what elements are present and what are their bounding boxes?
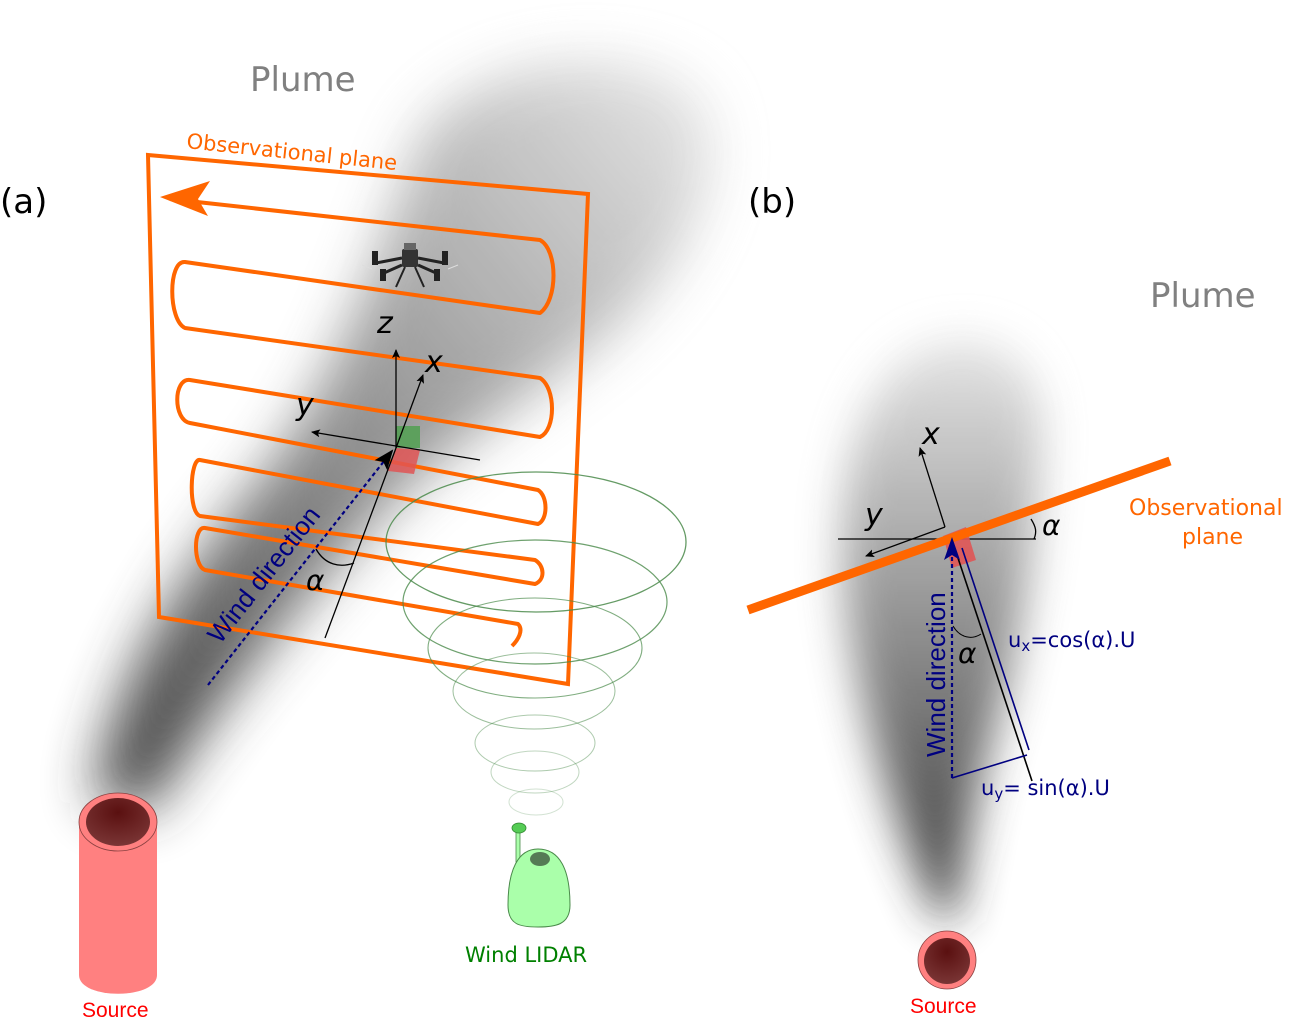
uy-equation-label: uy= sin(α).U	[981, 776, 1110, 803]
ux-equation-label: ux=cos(α).U	[1008, 628, 1135, 655]
uy-equation: = sin(α).U	[1003, 776, 1110, 800]
observational-plane-label-b-line1: Observational	[1129, 496, 1283, 521]
angle-alpha-label-a: α	[306, 564, 325, 597]
cube-red-a	[388, 448, 420, 474]
angle-alpha-top-label-b: α	[1042, 509, 1061, 542]
uy-subscript: y	[994, 785, 1003, 803]
ux-symbol: u	[1008, 628, 1021, 652]
panel-b: (b) Plume Observational plane x y α α Wi…	[746, 182, 1283, 1018]
wind-lidar-label: Wind LIDAR	[465, 943, 587, 967]
ux-component-line	[961, 547, 1030, 751]
observational-plane-line-b	[746, 456, 1172, 615]
plume-label-a: Plume	[250, 60, 356, 100]
lidar-scan-rings	[385, 471, 687, 816]
observational-plane-label-b-line2: plane	[1182, 525, 1243, 550]
uy-symbol: u	[981, 776, 994, 800]
panel-a: (a) Plume Observational plane	[0, 60, 712, 1019]
source-label-b: Source	[910, 995, 977, 1018]
wind-direction-arrow-a	[207, 449, 394, 686]
wind-lidar-icon	[507, 822, 571, 928]
axis-y-label-a: y	[295, 388, 315, 423]
ux-equation: =cos(α).U	[1030, 628, 1135, 652]
wind-direction-arrowhead-b	[944, 537, 960, 560]
ux-subscript: x	[1021, 637, 1030, 655]
plume-label-b: Plume	[1150, 276, 1256, 316]
source-icon-b	[917, 930, 977, 990]
axes-b	[865, 447, 1037, 557]
uy-component-line	[951, 754, 1028, 779]
flight-path	[160, 181, 556, 648]
panel-a-label: (a)	[0, 182, 47, 222]
angle-arc-b	[952, 625, 982, 638]
observational-plane-frame	[145, 152, 591, 687]
angle-alpha-bottom-label-b: α	[958, 637, 977, 670]
drone-icon	[361, 243, 459, 288]
plume-b	[842, 340, 1042, 920]
axis-z-label-a: z	[376, 306, 394, 341]
wind-direction-label-b: Wind direction	[921, 592, 951, 757]
axis-y-label-b: y	[864, 498, 884, 533]
axis-x-label-a: x	[424, 345, 443, 380]
axes-a	[311, 349, 481, 639]
source-label-a: Source	[82, 999, 149, 1019]
axis-x-label-b: x	[921, 417, 940, 452]
panel-b-label: (b)	[748, 182, 796, 222]
source-pipe-icon	[78, 792, 158, 994]
wind-vector-line-b	[951, 539, 1033, 782]
